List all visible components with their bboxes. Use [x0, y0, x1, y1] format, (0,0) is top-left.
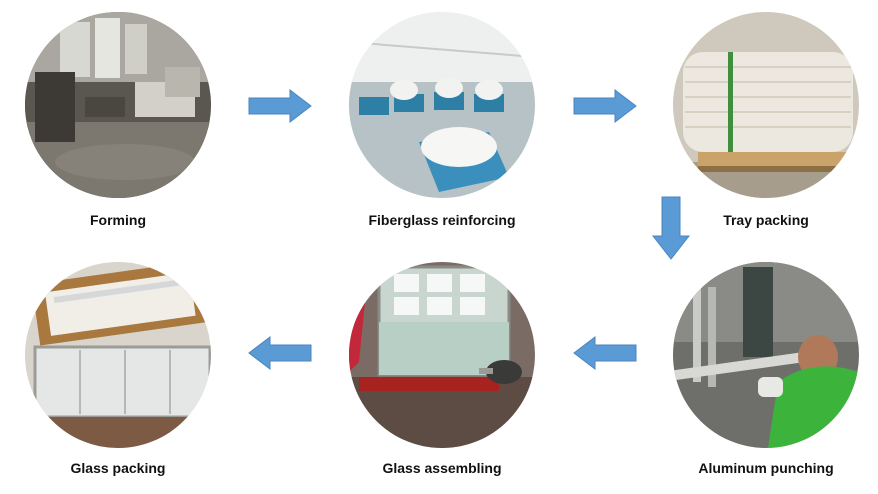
aluminum-punching-photo	[673, 262, 859, 448]
step-label-forming: Forming	[90, 212, 146, 228]
step-label-fiberglass-reinforcing: Fiberglass reinforcing	[368, 212, 515, 228]
fiberglass-reinforcing-photo	[349, 12, 535, 198]
arrow-right-icon	[573, 89, 637, 123]
tray-packing-photo	[673, 12, 859, 198]
step-label-glass-assembling: Glass assembling	[382, 460, 501, 476]
glass-packing-photo	[25, 262, 211, 448]
arrow-down-icon	[652, 196, 690, 260]
glass-assembling-photo	[349, 262, 535, 448]
arrow-left-icon	[573, 336, 637, 370]
step-label-aluminum-punching: Aluminum punching	[698, 460, 833, 476]
arrow-left-icon	[248, 336, 312, 370]
step-label-tray-packing: Tray packing	[723, 212, 809, 228]
step-label-glass-packing: Glass packing	[71, 460, 166, 476]
arrow-right-icon	[248, 89, 312, 123]
forming-photo	[25, 12, 211, 198]
